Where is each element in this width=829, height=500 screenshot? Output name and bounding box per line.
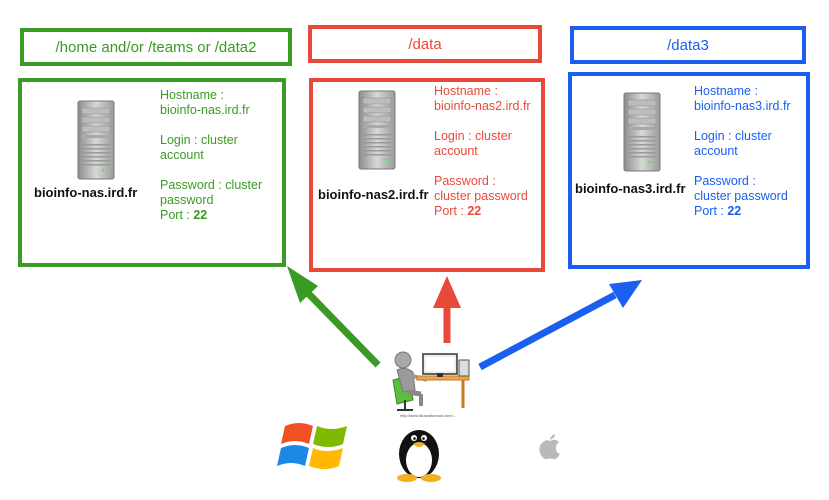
port-label: Port : [160,208,194,222]
port-value: 22 [193,208,208,222]
hostname-value: bioinfo-nas3.ird.fr [694,99,791,113]
apple-logo-icon [539,434,560,460]
server-name-nas1: bioinfo-nas.ird.fr [34,185,138,200]
login-label: Login : cluster [434,129,512,143]
mount-label-nas3: /data3 [570,26,806,64]
connection-info-nas2: Hostname : bioinfo-nas2.ird.fr Login : c… [434,84,531,219]
password-value: password [160,193,214,207]
port-value: 22 [727,204,742,218]
server-card-nas1: bioinfo-nas.ird.fr Hostname : bioinfo-na… [18,78,286,267]
login-value: account [434,144,478,158]
illustration-credit: http://www.illustrationsof.com/... [400,413,457,418]
connection-info-nas1: Hostname : bioinfo-nas.ird.fr Login : cl… [160,88,262,223]
mount-label-nas1-text: /home and/or /teams or /data2 [55,38,257,56]
login-value: account [160,148,204,162]
server-name-nas3: bioinfo-nas3.ird.fr [575,181,686,196]
password-label: Password : cluster [160,178,263,192]
port-line: Port : 22 [434,204,531,219]
password-label: Password : [694,174,756,188]
login-label: Login : cluster [160,133,238,147]
password-value: cluster password [694,189,788,203]
hostname-value: bioinfo-nas2.ird.fr [434,99,531,113]
port-line: Port : 22 [160,208,262,223]
server-tower-icon [77,100,115,180]
port-label: Port : [434,204,468,218]
windows-logo-icon [277,423,347,469]
server-tower-icon [358,90,396,170]
hostname-label: Hostname : [694,84,758,98]
arrow-to-nas1 [287,266,381,368]
mount-label-nas1: /home and/or /teams or /data2 [20,28,292,66]
connection-info-nas3: Hostname : bioinfo-nas3.ird.fr Login : c… [694,84,791,219]
port-value: 22 [467,204,482,218]
port-label: Port : [694,204,728,218]
login-label: Login : cluster [694,129,772,143]
password-value: cluster password [434,189,528,203]
hostname-label: Hostname : [434,84,498,98]
server-card-nas2: bioinfo-nas2.ird.fr Hostname : bioinfo-n… [309,78,545,272]
port-line: Port : 22 [694,204,791,219]
login-value: account [694,144,738,158]
hostname-label: Hostname : [160,88,224,102]
mount-label-nas3-text: /data3 [667,36,709,54]
user-at-computer-icon [392,351,470,411]
server-tower-icon [623,92,661,172]
password-label: Password : [434,174,496,188]
server-name-nas2: bioinfo-nas2.ird.fr [318,187,429,202]
linux-tux-icon [397,430,441,482]
mount-label-nas2: /data [308,25,542,63]
server-card-nas3: bioinfo-nas3.ird.fr Hostname : bioinfo-n… [568,72,810,269]
hostname-value: bioinfo-nas.ird.fr [160,103,250,117]
mount-label-nas2-text: /data [408,35,442,53]
arrow-to-nas2 [433,276,461,343]
arrow-to-nas3 [478,280,642,371]
